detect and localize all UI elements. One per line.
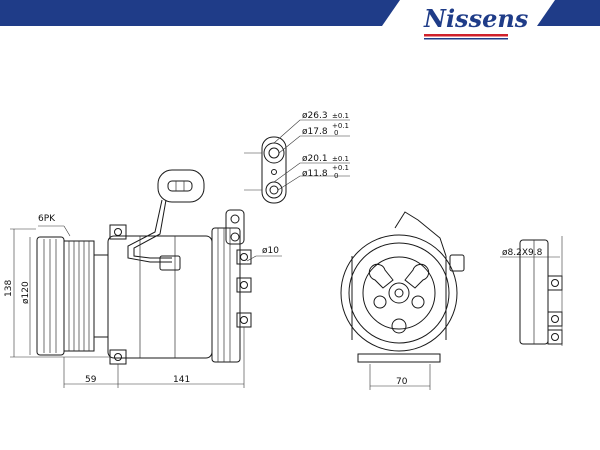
dim-length-59: 59	[85, 375, 97, 385]
dim-belt-label: 6PK	[38, 214, 56, 224]
dim-pulley-dia: ø120	[21, 281, 31, 304]
dim-height-138: 138	[4, 280, 14, 297]
port-lower-inner	[269, 185, 279, 195]
mount-ear-right-mid	[236, 277, 252, 293]
dim-port-inner-b: ø11.8	[302, 169, 328, 179]
port-upper-outer	[263, 142, 285, 164]
mount-ear-right-upper	[236, 249, 252, 265]
mount-ear-right-low	[236, 312, 252, 328]
mount-ear-lower-left	[109, 349, 127, 365]
mount-ear-upper-left	[109, 224, 127, 240]
port-flange	[261, 136, 287, 204]
rear-housing	[211, 227, 241, 363]
brand-logo-text: Nissens	[423, 4, 529, 33]
side-view: 138 ø120 6PK 59 141 ø10	[4, 169, 282, 388]
port-detail: ø26.3 ±0.1 ø17.8 +0.1 0 ø20.1 ±0.1 ø11.8…	[244, 111, 350, 204]
front-hub	[388, 282, 410, 304]
dim-port-outer-b: ø20.1	[302, 154, 328, 164]
port-lower-outer	[265, 181, 283, 199]
dim-port-inner-a-tol-bot: 0	[334, 129, 338, 137]
dim-port-outer-a-tol: ±0.1	[332, 112, 349, 120]
front-view: ø8.2X9.8 70	[340, 211, 563, 390]
front-valve	[394, 211, 447, 257]
dim-port-inner-b-tol-bot: 0	[334, 172, 338, 180]
port-upper-inner	[268, 147, 280, 159]
brand-logo-blue-bar	[424, 38, 508, 40]
dim-port-outer-a: ø26.3	[302, 111, 328, 121]
dim-mount-dia: ø10	[262, 246, 279, 256]
dim-depth-70: 70	[396, 377, 408, 387]
front-pulley-outer	[340, 234, 458, 352]
compressor-body	[107, 235, 213, 359]
pulley-outer	[36, 236, 65, 356]
front-housing	[351, 256, 447, 363]
brand-logo-red-bar	[424, 34, 508, 37]
header-blue-band-left	[0, 0, 400, 26]
port-bolt-hole	[271, 169, 277, 175]
electrical-connector	[157, 169, 205, 203]
valve-block	[225, 209, 245, 245]
header-blue-band-right	[537, 0, 600, 26]
header-banner: Nissens	[0, 0, 600, 40]
dim-port-outer-b-tol: ±0.1	[332, 155, 349, 163]
dim-slot: ø8.2X9.8	[502, 248, 543, 258]
dim-port-inner-a: ø17.8	[302, 127, 328, 137]
front-pulley-inner	[348, 242, 450, 344]
clutch-hub	[93, 254, 109, 338]
dim-length-141: 141	[173, 375, 190, 385]
dim-port-inner-a-tol-top: +0.1	[332, 122, 349, 130]
dim-port-inner-b-tol-top: +0.1	[332, 164, 349, 172]
connector-cable	[127, 199, 172, 263]
